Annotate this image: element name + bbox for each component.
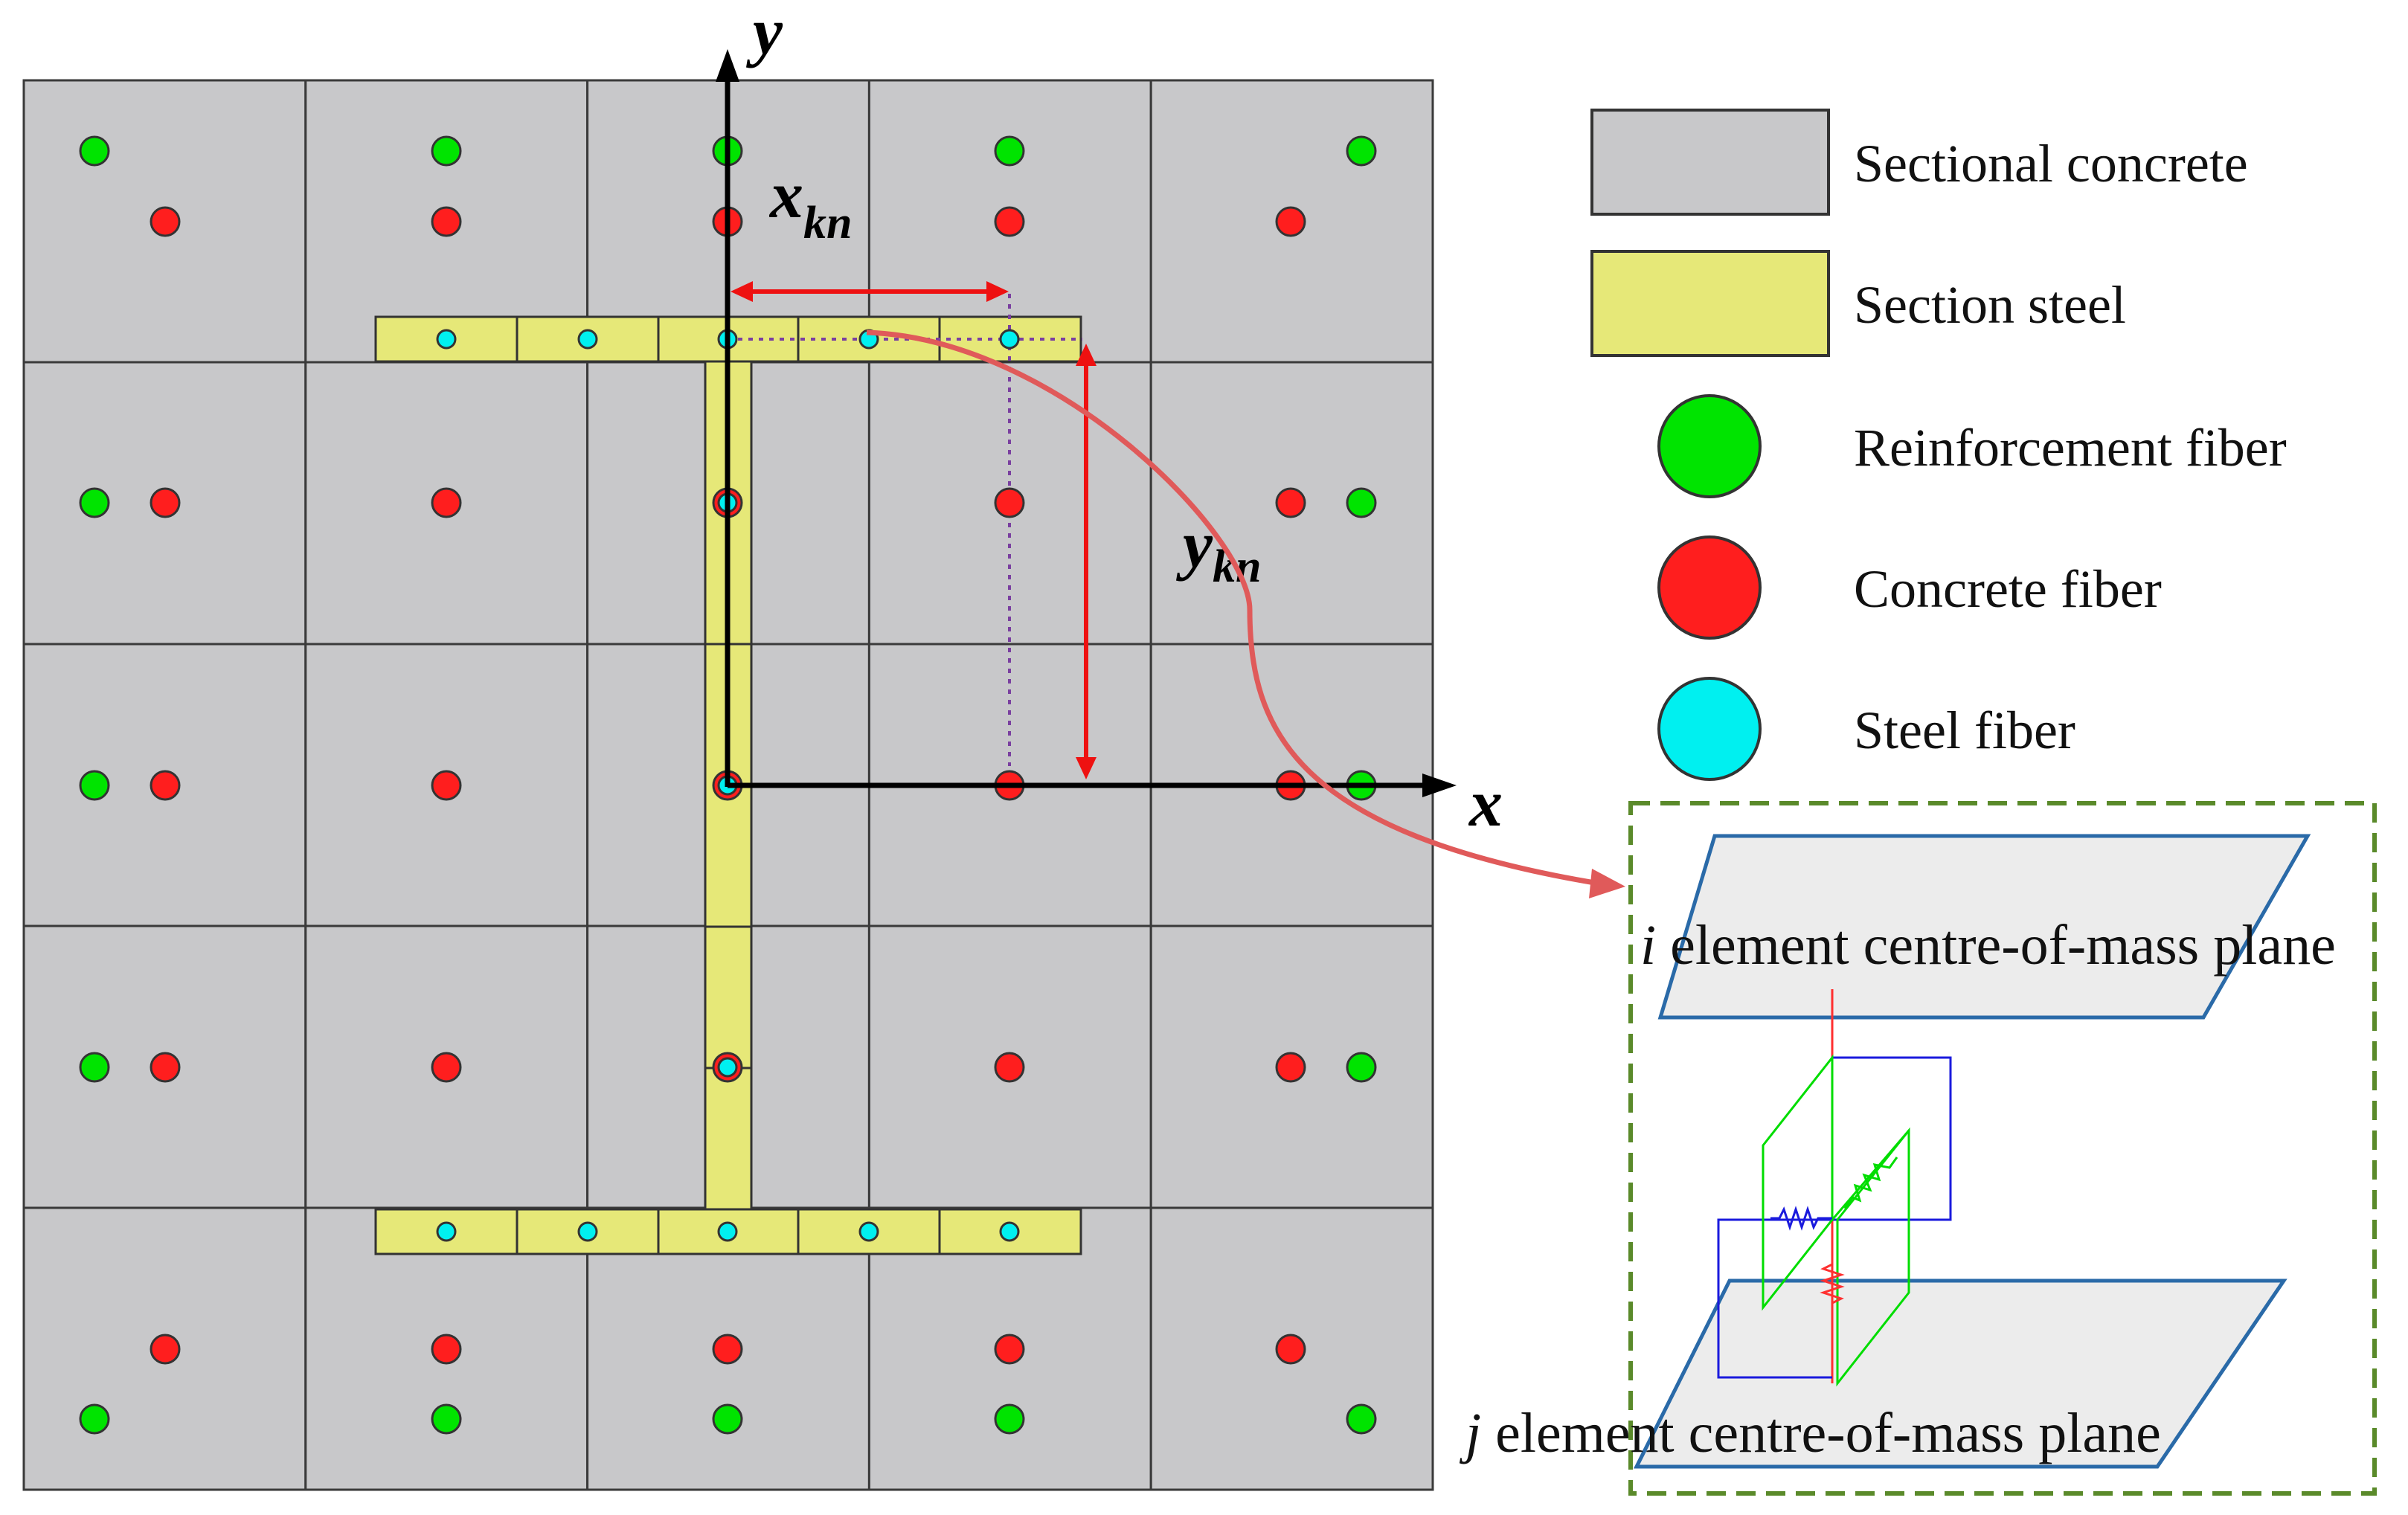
legend-swatch: [1657, 535, 1762, 640]
legend-item: Reinforcement fiber: [1657, 394, 2287, 498]
reinforcement-fiber: [79, 1403, 110, 1435]
concrete-fiber: [150, 487, 181, 518]
concrete-fiber: [150, 770, 181, 801]
concrete-fiber: [994, 487, 1025, 518]
reinforcement-fiber: [431, 135, 462, 167]
concrete-fiber: [994, 1052, 1025, 1083]
green-frame-back: [1836, 1127, 1910, 1387]
x-dimension-arrow-left: [731, 281, 753, 302]
top-plane-label: i element centre-of-mass plane: [1640, 914, 2336, 977]
concrete-grid: [22, 79, 1434, 1491]
steel-fiber: [436, 1221, 457, 1242]
fibers: [79, 135, 1377, 1435]
x-dimension-main: x: [768, 158, 803, 232]
concrete-fiber: [150, 1334, 181, 1365]
legend-swatch: [1590, 250, 1830, 357]
steel-fiber: [717, 1221, 738, 1242]
y-axis-arrowhead: [716, 49, 739, 82]
concrete-fiber: [150, 1052, 181, 1083]
reinforcement-fiber: [1346, 487, 1377, 518]
callout-curve-path: [866, 329, 1600, 887]
reinforcement-fiber: [79, 1052, 110, 1083]
bottom-plane-prefix: j: [1459, 1402, 1481, 1464]
legend-swatch: [1657, 394, 1762, 498]
spring-blue: [1770, 1206, 1832, 1231]
top-plane-text: element centre-of-mass plane: [1656, 914, 2336, 977]
legend-label: Concrete fiber: [1854, 559, 2162, 619]
dotted-guides: [728, 294, 1082, 766]
legend-item: Sectional concrete: [1590, 109, 2248, 216]
reinforcement-fiber: [79, 135, 110, 167]
reinforcement-fiber: [1346, 1403, 1377, 1435]
steel-fiber: [999, 329, 1020, 350]
bottom-plane-text: element centre-of-mass plane: [1481, 1402, 2161, 1464]
reinforcement-fiber: [79, 770, 110, 801]
concrete-fiber: [431, 1052, 462, 1083]
steel-fiber: [577, 1221, 598, 1242]
spring-green: [1843, 1157, 1898, 1209]
green-frame: [1762, 1054, 1834, 1311]
concrete-fiber: [712, 1334, 743, 1365]
steel-fiber: [717, 1057, 738, 1078]
inset-border: [1628, 801, 2377, 1496]
concrete-fiber: [431, 487, 462, 518]
top-plane-prefix: i: [1640, 914, 1656, 977]
legend-label: Section steel: [1854, 275, 2126, 335]
reinforcement-fiber: [1346, 135, 1377, 167]
concrete-fiber: [150, 206, 181, 237]
concrete-fiber: [1275, 1052, 1306, 1083]
section-steel: [374, 315, 1082, 1255]
legend-item: Concrete fiber: [1657, 535, 2162, 640]
element-inset: i element centre-of-mass plane j element…: [1459, 801, 2377, 1496]
steel-fiber: [999, 1221, 1020, 1242]
x-dimension-label: xkn: [768, 158, 852, 248]
concrete-fiber: [431, 1334, 462, 1365]
x-axis-arrowhead: [1422, 773, 1457, 797]
x-dimension-sub: kn: [803, 198, 852, 248]
bottom-plane: [1633, 1278, 2287, 1469]
legend-item: Steel fiber: [1657, 677, 2075, 781]
steel-fiber: [577, 329, 598, 350]
concrete-fiber: [431, 770, 462, 801]
top-plane: [1657, 834, 2311, 1020]
callout-curve: [866, 329, 1625, 898]
x-dimension-arrow-right: [986, 281, 1009, 302]
concrete-fiber: [994, 1334, 1025, 1365]
callout-curve-arrowhead: [1589, 869, 1625, 898]
concrete-fiber: [994, 206, 1025, 237]
x-axis-label: x: [1468, 767, 1503, 840]
y-dimension-arrow-top: [1076, 344, 1097, 366]
reinforcement-fiber: [712, 1403, 743, 1435]
y-axis-label: y: [745, 0, 783, 68]
reinforcement-fiber: [1346, 1052, 1377, 1083]
legend-swatch: [1590, 109, 1830, 216]
bottom-plane-label: j element centre-of-mass plane: [1459, 1402, 2161, 1464]
reinforcement-fiber: [994, 135, 1025, 167]
concrete-fiber: [431, 206, 462, 237]
spring-red: [1820, 1257, 1845, 1310]
web-segment: [704, 1067, 753, 1211]
legend-label: Reinforcement fiber: [1854, 418, 2287, 477]
steel-fiber: [858, 1221, 879, 1242]
concrete-fiber: [1275, 206, 1306, 237]
concrete-fiber: [1275, 1334, 1306, 1365]
legend-swatch: [1657, 677, 1762, 781]
concrete-fiber: [1275, 487, 1306, 518]
legend-item: Section steel: [1590, 250, 2126, 357]
steel-fiber: [436, 329, 457, 350]
reinforcement-fiber: [994, 1403, 1025, 1435]
green-link: [1831, 1130, 1910, 1220]
legend-label: Steel fiber: [1854, 701, 2075, 760]
web-segment: [704, 925, 753, 1069]
legend-label: Sectional concrete: [1854, 134, 2248, 193]
reinforcement-fiber: [79, 487, 110, 518]
reinforcement-fiber: [431, 1403, 462, 1435]
blue-frame: [1717, 1056, 1952, 1379]
y-dimension-arrow-bottom: [1076, 757, 1097, 779]
